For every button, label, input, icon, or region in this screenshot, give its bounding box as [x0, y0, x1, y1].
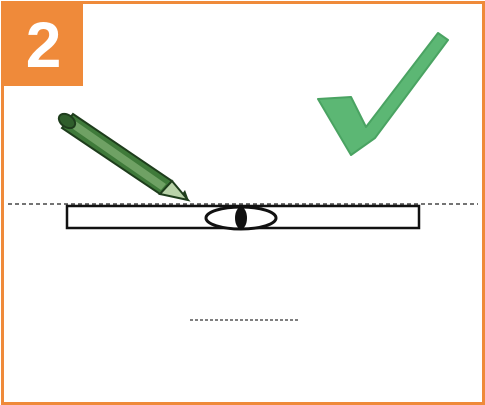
- checkmark-icon: [318, 33, 448, 155]
- eye-icon: [206, 207, 276, 229]
- pencil-icon: [56, 111, 189, 201]
